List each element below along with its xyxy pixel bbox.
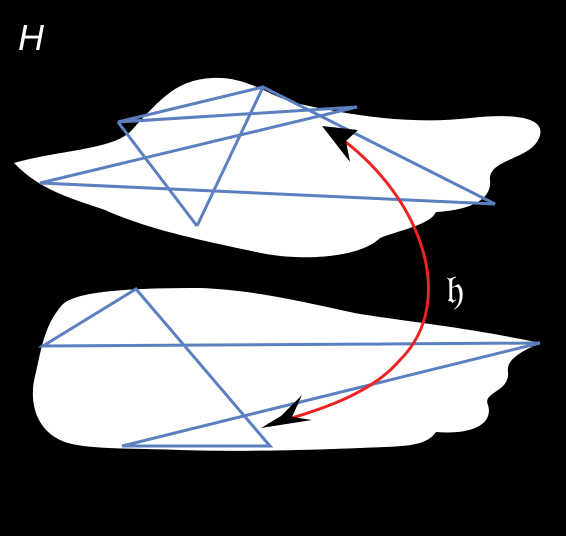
top-star-leg-2: [195, 86, 265, 227]
arrowhead-top-icon: [322, 126, 358, 162]
map-arrow: [267, 128, 430, 427]
arrowhead-bottom-icon: [261, 395, 312, 428]
top-star: [39, 85, 496, 206]
corner-label: H: [18, 17, 45, 58]
bottom-sheet: [32, 288, 540, 451]
map-label: 𝔥: [446, 267, 464, 313]
bottom-star: [37, 287, 541, 448]
top-star-leg: [116, 121, 199, 227]
top-sheet: [14, 77, 541, 258]
